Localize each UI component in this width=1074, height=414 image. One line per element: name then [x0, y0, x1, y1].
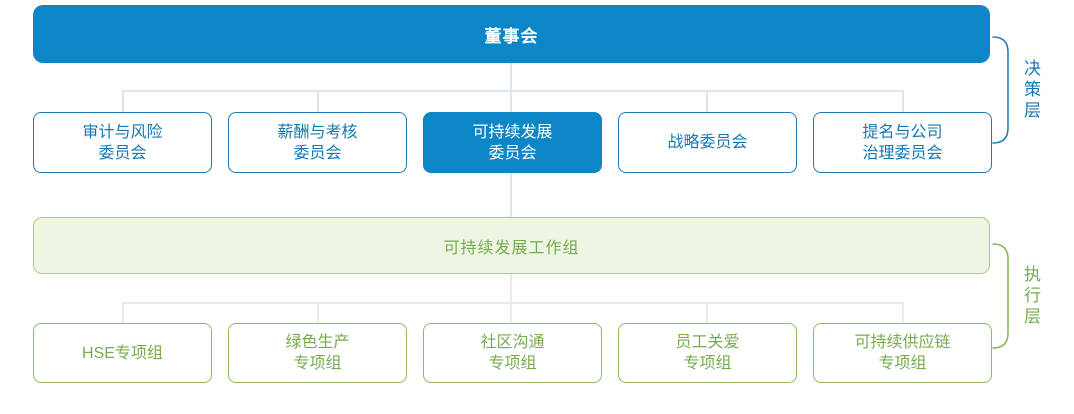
connector-committee-workgroup	[510, 173, 512, 218]
node-taskgroup-employee-care: 员工关爱 专项组	[618, 323, 797, 383]
connector-stub-taskgroup-5	[902, 302, 904, 324]
decision-layer-bracket	[992, 36, 1009, 144]
connector-stub-committee-1	[122, 90, 124, 113]
node-taskgroup-hse: HSE专项组	[33, 323, 212, 383]
node-committee-nomination-governance: 提名与公司 治理委员会	[813, 112, 992, 173]
connector-workgroup-vertical	[510, 274, 512, 324]
node-working-group: 可持续发展工作组	[33, 217, 990, 274]
connector-stub-committee-2	[317, 90, 319, 113]
connector-stub-committee-4	[706, 90, 708, 113]
node-taskgroup-community: 社区沟通 专项组	[423, 323, 602, 383]
node-board: 董事会	[33, 5, 990, 63]
connector-stub-committee-5	[902, 90, 904, 113]
decision-layer-label: 决策层	[1021, 58, 1040, 122]
node-committee-audit-risk: 审计与风险 委员会	[33, 112, 212, 173]
connector-stub-taskgroup-4	[706, 302, 708, 324]
execution-layer-bracket	[992, 243, 1009, 349]
node-committee-remuneration: 薪酬与考核 委员会	[228, 112, 407, 173]
connector-stub-taskgroup-2	[317, 302, 319, 324]
node-committee-strategy: 战略委员会	[618, 112, 797, 173]
connector-board-rail	[122, 90, 904, 92]
node-taskgroup-supply-chain: 可持续供应链 专项组	[813, 323, 992, 383]
connector-workgroup-rail	[122, 302, 904, 304]
node-committee-sustainability: 可持续发展 委员会	[423, 112, 602, 173]
connector-board-vertical	[510, 63, 512, 113]
execution-layer-label: 执行层	[1021, 264, 1040, 328]
node-taskgroup-green-production: 绿色生产 专项组	[228, 323, 407, 383]
connector-stub-taskgroup-1	[122, 302, 124, 324]
